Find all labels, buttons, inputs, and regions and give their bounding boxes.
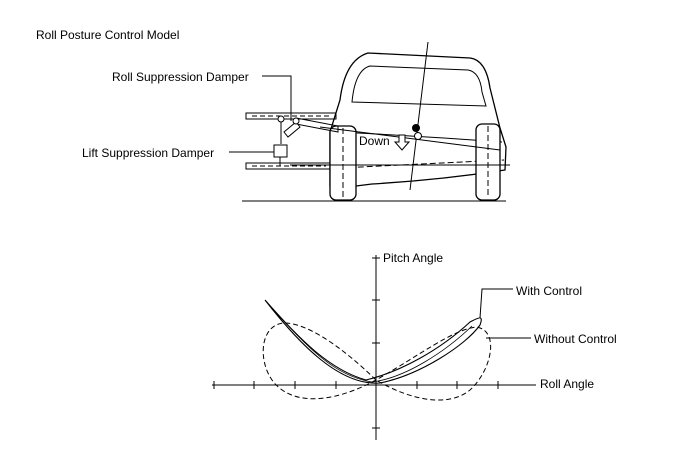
with-control-label: With Control bbox=[516, 284, 583, 298]
without-control-curve bbox=[262, 322, 492, 401]
roll-angle-axis-label: Roll Angle bbox=[540, 377, 595, 391]
roll-damper-joint bbox=[292, 117, 300, 125]
without-control-label: Without Control bbox=[534, 332, 617, 346]
lower-arm-left bbox=[245, 162, 331, 170]
with-control-curve bbox=[264, 299, 482, 384]
roll-damper-leader-line bbox=[262, 75, 292, 121]
roll-suppression-damper-label: Roll Suppression Damper bbox=[112, 70, 249, 84]
down-label: Down bbox=[359, 134, 390, 148]
vehicle-illustration bbox=[229, 41, 510, 202]
lift-suppression-damper-label: Lift Suppression Damper bbox=[82, 146, 215, 160]
roll-suppression-damper bbox=[283, 121, 301, 138]
center-of-gravity-dot bbox=[412, 124, 420, 132]
lift-suppression-damper bbox=[273, 144, 288, 158]
diagram-title: Roll Posture Control Model bbox=[36, 28, 180, 42]
pitch-reference-line-upper bbox=[319, 126, 501, 151]
with-control-curve-inner bbox=[269, 305, 473, 383]
with-control-leader-line bbox=[479, 288, 513, 319]
rear-window bbox=[351, 65, 487, 107]
down-arrow-icon bbox=[393, 134, 411, 151]
roll-center-dot bbox=[414, 132, 422, 140]
pitch-angle-axis-label: Pitch Angle bbox=[383, 251, 444, 265]
roll-damper-upper-joint bbox=[277, 115, 285, 123]
car-body bbox=[329, 52, 507, 189]
roll-axis-line bbox=[409, 41, 429, 191]
roll-pitch-graph bbox=[212, 255, 536, 440]
